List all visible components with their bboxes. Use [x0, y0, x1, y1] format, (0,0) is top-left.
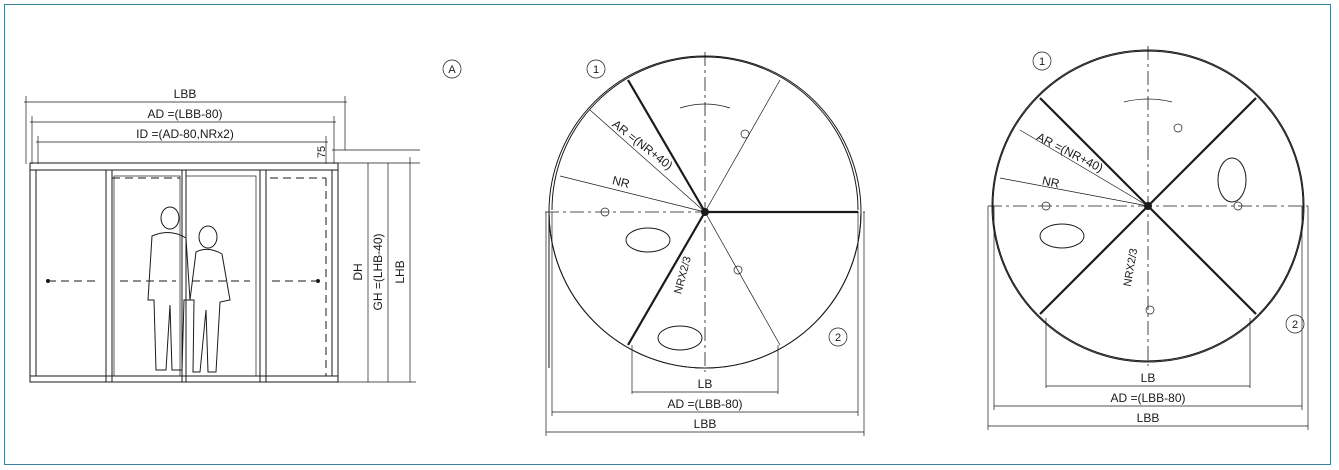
elevation-id-label: ID =(AD-80,NRx2) — [136, 127, 234, 141]
plan-three-wing: AR =(NR+40) NR NRX2/3 LB AD =(LBB-80) LB… — [545, 52, 865, 436]
callout-2-label: 2 — [835, 332, 841, 344]
elevation-gh-label: GH =(LHB-40) — [371, 233, 385, 310]
plan3-nr-label: NR — [611, 173, 632, 191]
elevation-ad-label: AD =(LBB-80) — [147, 107, 222, 121]
callout-1-label: 1 — [1039, 56, 1045, 68]
elevation-gap-label: 75 — [316, 146, 328, 158]
plan4-lb-label: LB — [1141, 371, 1156, 385]
plan4-nr-label: NR — [1041, 173, 1061, 190]
callout-2-plan4: 2 — [1285, 314, 1305, 334]
callout-1-label: 1 — [593, 64, 599, 76]
plan3-ad-label: AD =(LBB-80) — [667, 397, 742, 411]
plan3-lb-label: LB — [698, 377, 713, 391]
person-figure-woman — [189, 225, 231, 373]
callout-2-label: 2 — [1292, 319, 1298, 331]
elevation-lbb-label: LBB — [174, 87, 197, 101]
plan4-nrx-label: NRX2/3 — [1122, 247, 1141, 287]
person-figure-man — [147, 206, 191, 371]
plan3-lbb-label: LBB — [694, 417, 717, 431]
plan4-ad-label: AD =(LBB-80) — [1110, 391, 1185, 405]
callout-1-plan4: 1 — [1032, 51, 1052, 71]
front-elevation: LBB AD =(LBB-80) ID =(AD-80,NRx2) 75 — [24, 87, 420, 383]
callout-1-plan3: 1 — [586, 59, 606, 79]
callout-a: A — [442, 59, 462, 79]
plan-four-wing: AR =(NR+40) NR NRX2/3 LB AD =(LBB-80) LB… — [987, 46, 1309, 430]
callout-2-plan3: 2 — [828, 327, 848, 347]
elevation-dh-label: DH — [351, 263, 365, 280]
plan4-lbb-label: LBB — [1137, 411, 1160, 425]
elevation-lhb-label: LHB — [393, 260, 407, 283]
callout-a-label: A — [448, 64, 456, 76]
